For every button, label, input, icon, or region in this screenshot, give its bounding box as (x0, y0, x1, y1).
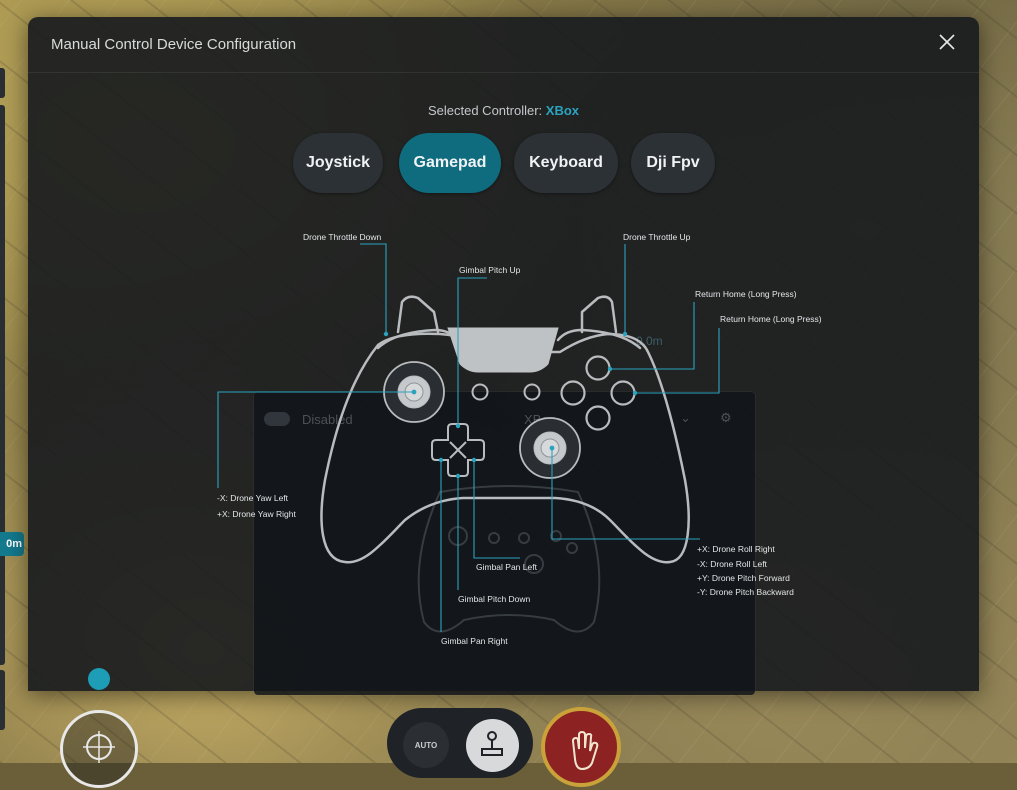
gamepad-diagram: Drone Throttle Down Drone Throttle Up Gi… (217, 232, 822, 646)
button-y (585, 355, 611, 381)
label-left-trigger: Drone Throttle Down (303, 232, 382, 242)
right-trigger (580, 295, 618, 334)
label-gimbal-pitch-down: Gimbal Pitch Down (458, 594, 531, 604)
button-x (560, 380, 586, 406)
label-right-trigger: Drone Throttle Up (623, 232, 691, 242)
d-pad (431, 423, 485, 477)
location-marker[interactable] (88, 668, 110, 690)
side-panel-edge[interactable] (0, 105, 5, 665)
tab-gamepad[interactable]: Gamepad (399, 133, 501, 193)
label-yaw-left: -X: Drone Yaw Left (217, 493, 289, 503)
selected-controller: Selected Controller: XBox (28, 103, 979, 118)
right-bumper (556, 328, 642, 350)
manual-control-button[interactable] (466, 719, 519, 772)
modal-header: Manual Control Device Configuration (28, 17, 979, 73)
auto-mode-button[interactable]: AUTO (403, 722, 449, 768)
close-button[interactable] (935, 30, 959, 54)
tab-dji-fpv[interactable]: Dji Fpv (631, 133, 715, 193)
label-yaw-right: +X: Drone Yaw Right (217, 509, 296, 519)
label-gimbal-pitch-up: Gimbal Pitch Up (459, 265, 521, 275)
side-panel-edge[interactable] (0, 68, 5, 98)
compass-widget[interactable] (60, 710, 138, 788)
gear-icon[interactable]: ⚙ (720, 410, 732, 425)
stop-hand-button[interactable] (541, 707, 621, 787)
joystick-icon (481, 731, 503, 756)
button-a (585, 405, 611, 431)
ghost-gamepad (417, 485, 601, 633)
label-return-home-2: Return Home (Long Press) (720, 314, 822, 324)
label-pitch-forward: +Y: Drone Pitch Forward (697, 573, 790, 583)
view-button (471, 383, 489, 401)
tab-joystick[interactable]: Joystick (293, 133, 383, 193)
label-pitch-backward: -Y: Drone Pitch Backward (697, 587, 794, 597)
selected-controller-label: Selected Controller: (427, 103, 543, 118)
close-icon (939, 34, 955, 50)
auto-label: AUTO (414, 740, 438, 750)
chevron-down-icon[interactable]: ⌄ (680, 410, 691, 425)
hand-icon (571, 730, 599, 771)
leader-lines (217, 243, 720, 632)
label-gimbal-pan-left: Gimbal Pan Left (476, 562, 538, 572)
guide-plate (447, 327, 559, 373)
face-buttons (560, 355, 636, 431)
label-gimbal-pan-right: Gimbal Pan Right (441, 636, 508, 646)
menu-button (523, 383, 541, 401)
altitude-badge: 0m (0, 532, 24, 556)
label-roll-left: -X: Drone Roll Left (697, 559, 768, 569)
controller-body (320, 332, 690, 564)
side-panel-edge[interactable] (0, 670, 5, 730)
crosshair-icon (83, 731, 115, 763)
anchor-dots (383, 331, 638, 479)
tab-keyboard[interactable]: Keyboard (514, 133, 618, 193)
enable-toggle[interactable] (264, 412, 290, 426)
modal-title: Manual Control Device Configuration (51, 36, 297, 53)
left-trigger (396, 295, 440, 334)
button-b (610, 380, 636, 406)
selected-controller-value: XBox (545, 103, 580, 118)
label-roll-right: +X: Drone Roll Right (697, 544, 775, 554)
label-return-home-1: Return Home (Long Press) (695, 289, 797, 299)
